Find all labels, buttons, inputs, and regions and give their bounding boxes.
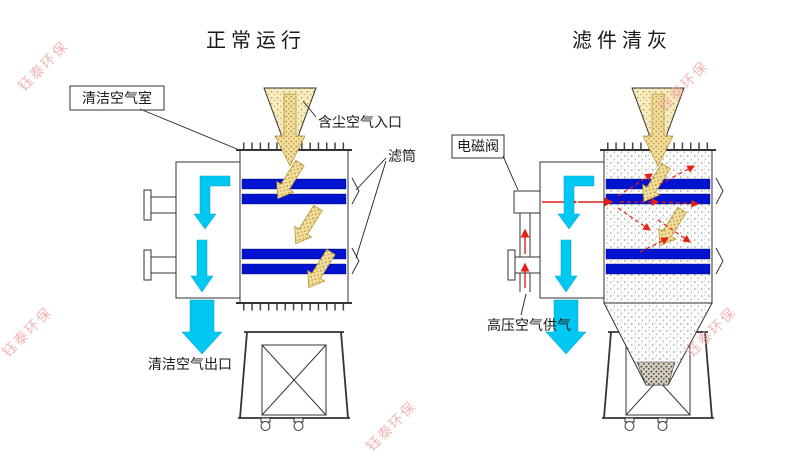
left-unit [143,87,360,431]
clean-air-outlet-arrow [181,299,223,355]
label-filter-cartridge: 滤筒 [388,148,416,165]
watermark-text: 钰泰环保 [16,38,73,95]
pulse-air-arrows [520,165,700,288]
caster-wheels [260,417,304,431]
clean-air-down-arrow [554,239,578,293]
outlet-flange-stub-bottom [507,249,541,281]
filter-cartridges [241,177,360,275]
collected-dust-pile [636,361,676,386]
label-solenoid-valve: 电磁阀 [457,139,499,155]
dusty-air-inlet-arrow [642,93,674,167]
watermark-text: 钰泰环保 [0,304,56,361]
label-clean-air-outlet: 清洁空气出口 [148,357,232,373]
dusty-air-inlet-arrow [274,93,306,167]
solenoid-valve [513,190,541,214]
clean-air-down-arrow [190,239,214,293]
label-clean-air-chamber: 清洁空气室 [82,90,152,107]
clean-air-chamber-label-box [69,85,165,111]
right-unit [507,87,724,431]
support-stand [238,331,350,419]
solenoid-valve-label-box [451,134,505,159]
outlet-flange-stub-bottom [143,249,177,281]
leader-lines [139,100,527,316]
clean-air-bend-arrow [557,175,595,230]
clean-air-bend-arrow [193,175,231,230]
watermark-text: 钰泰环保 [656,58,713,115]
title-filter-cleaning: 滤件清灰 [572,28,672,52]
watermark-text: 钰泰环保 [364,398,421,454]
label-high-pressure-air-supply: 高压空气供气 [487,317,571,334]
title-normal-operation: 正常运行 [206,28,306,52]
clean-air-outlet-arrow [545,299,587,355]
air-supply-pipe [519,213,531,292]
label-dusty-air-inlet: 含尘空气入口 [318,115,402,131]
outlet-flange-stub-top [143,189,177,221]
caster-wheels [624,417,668,431]
